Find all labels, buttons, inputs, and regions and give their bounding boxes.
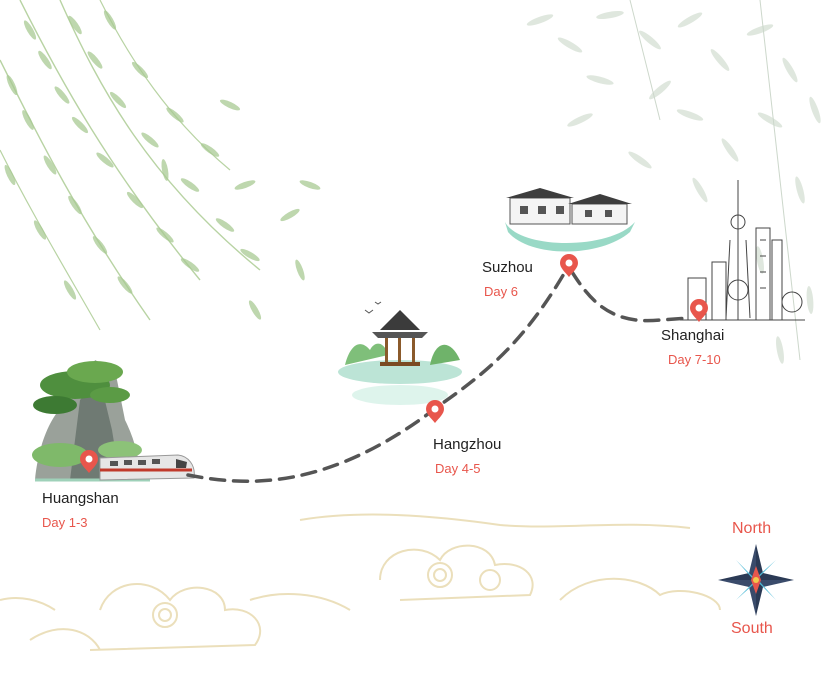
days-label-shanghai: Day 7-10 <box>668 352 721 367</box>
map-pin-icon[interactable] <box>80 450 98 473</box>
compass-south-label: South <box>731 620 773 637</box>
hangzhou-pavilion-illustration <box>338 301 462 405</box>
days-label-huangshan: Day 1-3 <box>42 515 88 530</box>
bamboo-leaves-illustration <box>525 0 823 365</box>
city-label-hangzhou: Hangzhou <box>433 436 502 453</box>
city-label-shanghai: Shanghai <box>661 327 725 344</box>
city-label-huangshan: Huangshan <box>42 490 119 507</box>
suzhou-houses-illustration <box>505 188 635 252</box>
shanghai-skyline-illustration <box>680 180 805 321</box>
map-pin-icon[interactable] <box>560 254 578 277</box>
clouds-illustration <box>0 513 721 651</box>
willow-branches-illustration <box>0 0 322 331</box>
days-label-suzhou: Day 6 <box>484 284 518 299</box>
map-pin-icon[interactable] <box>690 299 708 322</box>
city-label-suzhou: Suzhou <box>482 259 533 276</box>
days-label-hangzhou: Day 4-5 <box>435 461 481 476</box>
train-icon <box>99 454 195 481</box>
compass-north-label: North <box>732 520 772 537</box>
map-pin-icon[interactable] <box>426 400 444 423</box>
